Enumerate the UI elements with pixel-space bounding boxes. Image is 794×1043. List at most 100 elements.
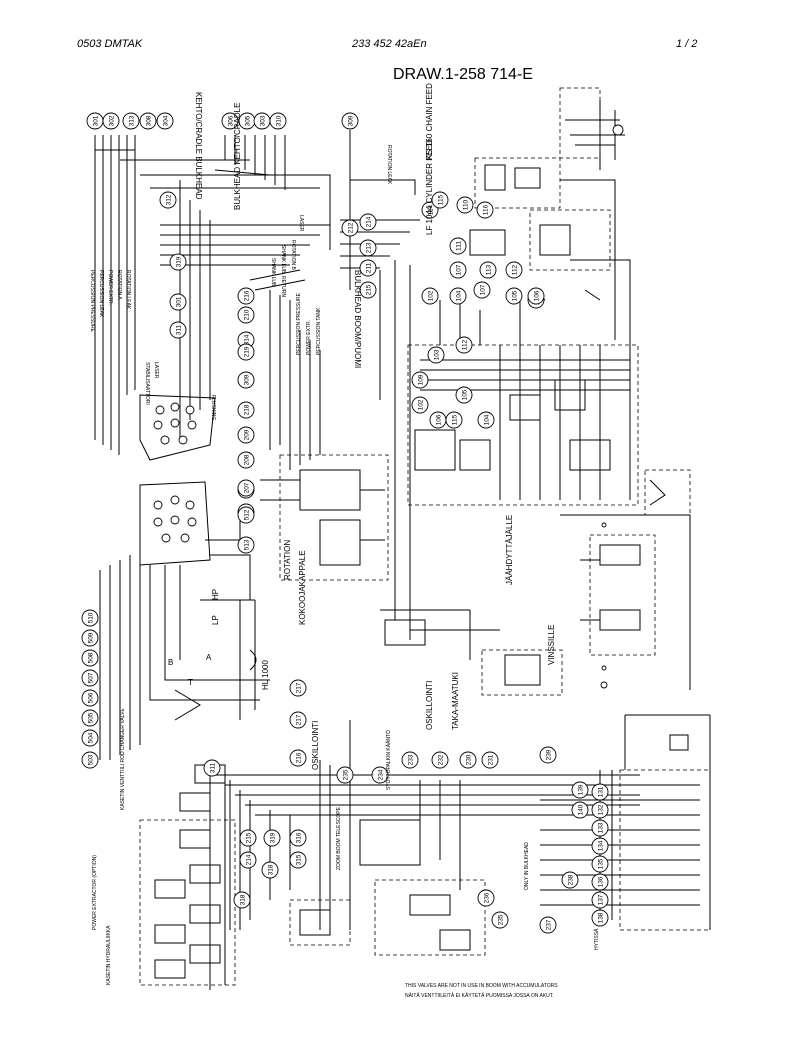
callout-circle — [102, 112, 120, 130]
callout-circle — [527, 287, 545, 305]
callout-circle — [591, 801, 609, 819]
callout-number: 106 — [435, 414, 442, 425]
callout-circle — [505, 261, 523, 279]
callout-number: 311 — [175, 324, 182, 335]
callout-number: 216 — [295, 752, 302, 763]
callout-circle — [591, 873, 609, 891]
chain-feed-block — [469, 157, 631, 500]
callout-circle — [233, 891, 251, 909]
label-flushing: FLUSHING — [210, 395, 216, 420]
callout-number: 136 — [597, 876, 604, 887]
callout-circle — [139, 112, 157, 130]
label-only-in-bulkhead: ONLY IN BULKHEAD — [524, 842, 530, 890]
callout-number: 218 — [243, 404, 250, 415]
callout-number: 316 — [295, 832, 302, 843]
callout-circle — [289, 679, 307, 697]
callout-circle — [81, 629, 99, 647]
right-valve-banks — [540, 714, 711, 931]
callout-number: 504 — [87, 732, 94, 743]
callout-number: 135 — [597, 858, 604, 869]
label-rotation-b: ROTATION B — [290, 240, 296, 270]
callout-number: 107 — [455, 264, 462, 275]
callout-circle — [81, 649, 99, 667]
label-bulkhead-boom: BULKHEAD BOOM/PUOMI — [353, 270, 362, 368]
callout-circle — [156, 112, 174, 130]
note-fi: NÄITÄ VENTTIILEITÄ EI KÄYTETÄ PUOMISSA J… — [405, 992, 554, 999]
callout-number: 209 — [243, 429, 250, 440]
label-stabilisaattori: STABILISAATTORI — [144, 362, 150, 405]
callout-circle — [237, 536, 255, 554]
label-percussion-tank: PERCUSSION TANK — [316, 307, 322, 355]
label-kehto-cradle: KEHTO/CRADLE BULKHEAD — [194, 92, 203, 200]
callout-circle — [237, 343, 255, 361]
callout-circle — [359, 281, 377, 299]
callout-number: 301 — [92, 115, 99, 126]
callout-circle — [289, 711, 307, 729]
callout-number: 214 — [365, 216, 372, 227]
callout-circle — [473, 281, 491, 299]
callout-number: 238 — [567, 874, 574, 885]
callout-number: 319 — [175, 256, 182, 267]
callout-number: 112 — [461, 339, 468, 350]
doc-code: 0503 DMTAK — [77, 38, 143, 50]
callout-circle — [479, 261, 497, 279]
label-kokoojakappale: KOKOOJAKAPPALE — [298, 550, 307, 625]
callout-number: 212 — [347, 222, 354, 233]
callout-circle — [237, 506, 255, 524]
callout-circle — [449, 287, 467, 305]
callout-number: 106 — [533, 290, 540, 301]
callout-circle — [359, 259, 377, 277]
callout-number: 217 — [295, 682, 302, 693]
callout-number: 234 — [377, 769, 384, 780]
callout-circle — [237, 306, 255, 324]
callout-number: 213 — [365, 242, 372, 253]
callout-number: 133 — [597, 822, 604, 833]
callout-number: 309 — [243, 374, 250, 385]
callout-circle — [341, 112, 359, 130]
callout-number: 236 — [483, 892, 490, 903]
rod-changer-valves — [139, 760, 236, 990]
callout-circle — [237, 287, 255, 305]
callout-number: 512 — [243, 509, 250, 520]
callout-number: 113 — [485, 264, 492, 275]
label-laser-2: LASER — [298, 215, 304, 232]
callout-number: 107 — [479, 284, 486, 295]
callout-number: 302 — [108, 115, 115, 126]
callout-circle — [427, 346, 445, 364]
callout-number: 232 — [437, 754, 444, 765]
callout-number: 115 — [451, 414, 458, 425]
callout-circle — [421, 201, 439, 219]
callout-number: 217 — [295, 714, 302, 725]
callout-number: 305 — [244, 115, 251, 126]
label-shank-lub-return: SHANK LUB. RETURN — [280, 245, 286, 297]
callout-number: 134 — [597, 840, 604, 851]
callout-circle — [411, 371, 429, 389]
callout-circle — [122, 112, 140, 130]
callout-number: 509 — [87, 632, 94, 643]
callout-circle — [591, 819, 609, 837]
drawing-title: DRAW.1-258 714-E — [393, 66, 533, 83]
callout-circle — [169, 321, 187, 339]
callout-circle — [221, 112, 239, 130]
callout-number: 513 — [243, 539, 250, 550]
callout-circle — [455, 386, 473, 404]
bottom-center-lines — [215, 720, 640, 956]
callout-number: 215 — [365, 284, 372, 295]
callout-circle — [491, 911, 509, 929]
callout-circle — [476, 201, 494, 219]
callout-number: 105 — [461, 389, 468, 400]
callout-number: 314 — [243, 334, 250, 345]
callout-number: 311 — [209, 762, 216, 773]
callout-number: 313 — [128, 115, 135, 126]
callout-circle — [289, 749, 307, 767]
label-hl1000: HL 1000 — [261, 660, 270, 691]
label-laser: LASER — [153, 362, 159, 379]
callout-number: 239 — [545, 749, 552, 760]
callout-number: 315 — [295, 854, 302, 865]
callout-circle — [159, 191, 177, 209]
callout-circle — [591, 891, 609, 909]
labels: ROTATION LEAK KEHTO/CRADLE BULKHEAD BULK… — [89, 83, 600, 999]
rotation-valve-block — [260, 320, 389, 581]
